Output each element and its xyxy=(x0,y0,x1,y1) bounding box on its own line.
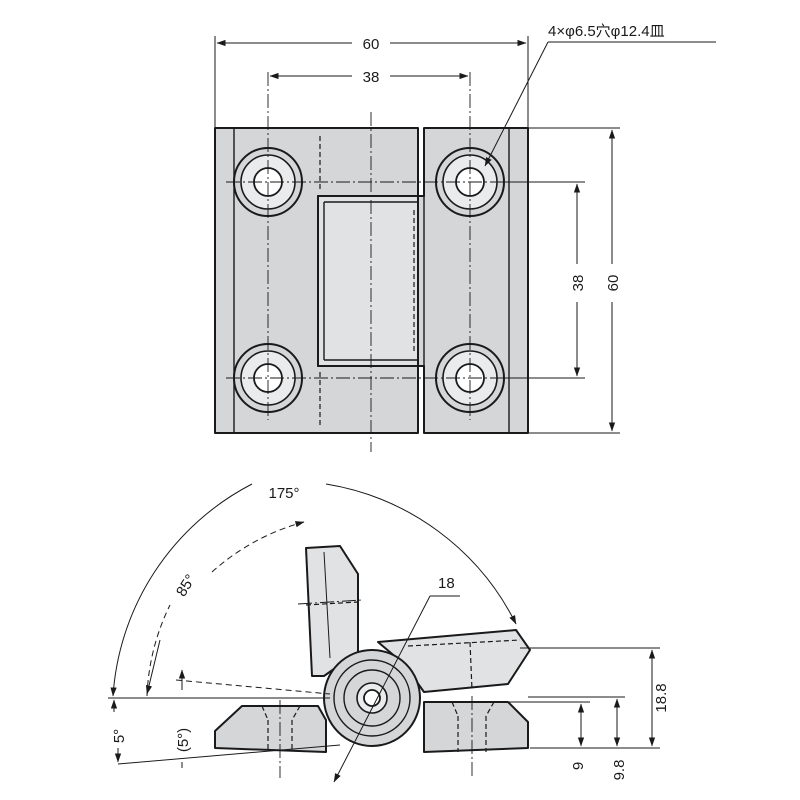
angle-open-label: 175° xyxy=(268,485,299,502)
angle-offset-label: 5° xyxy=(111,729,128,743)
dim-leaf-height: 9 xyxy=(570,762,587,770)
dim-hole-spacing-height: 38 xyxy=(570,275,587,292)
hole-spec-label: 4×φ6.5穴φ12.4皿 xyxy=(548,23,665,40)
top-view: 60 38 4×φ6.5穴φ12.4皿 38 60 xyxy=(214,23,716,452)
angle-mid-label: 85° xyxy=(173,571,199,599)
knuckle-diameter-label: 18 xyxy=(438,575,455,592)
side-left-leaf xyxy=(214,705,327,753)
side-right-leaf xyxy=(423,701,529,753)
knuckle-block xyxy=(317,195,419,367)
dim-overall-height: 60 xyxy=(605,275,622,292)
side-view: 175° 85° 5° (5°) 18 18.8 9 9. xyxy=(108,483,670,783)
knuckle xyxy=(323,649,421,747)
dim-leaf-height-max: 9.8 xyxy=(611,760,628,781)
mounting-hole-bottom-left xyxy=(233,343,303,413)
dim-overall-width: 60 xyxy=(363,36,380,53)
dim-hole-spacing-width: 38 xyxy=(363,69,380,86)
dim-total-height: 18.8 xyxy=(653,683,670,712)
angle-offset-ref-label: (5°) xyxy=(175,728,192,752)
